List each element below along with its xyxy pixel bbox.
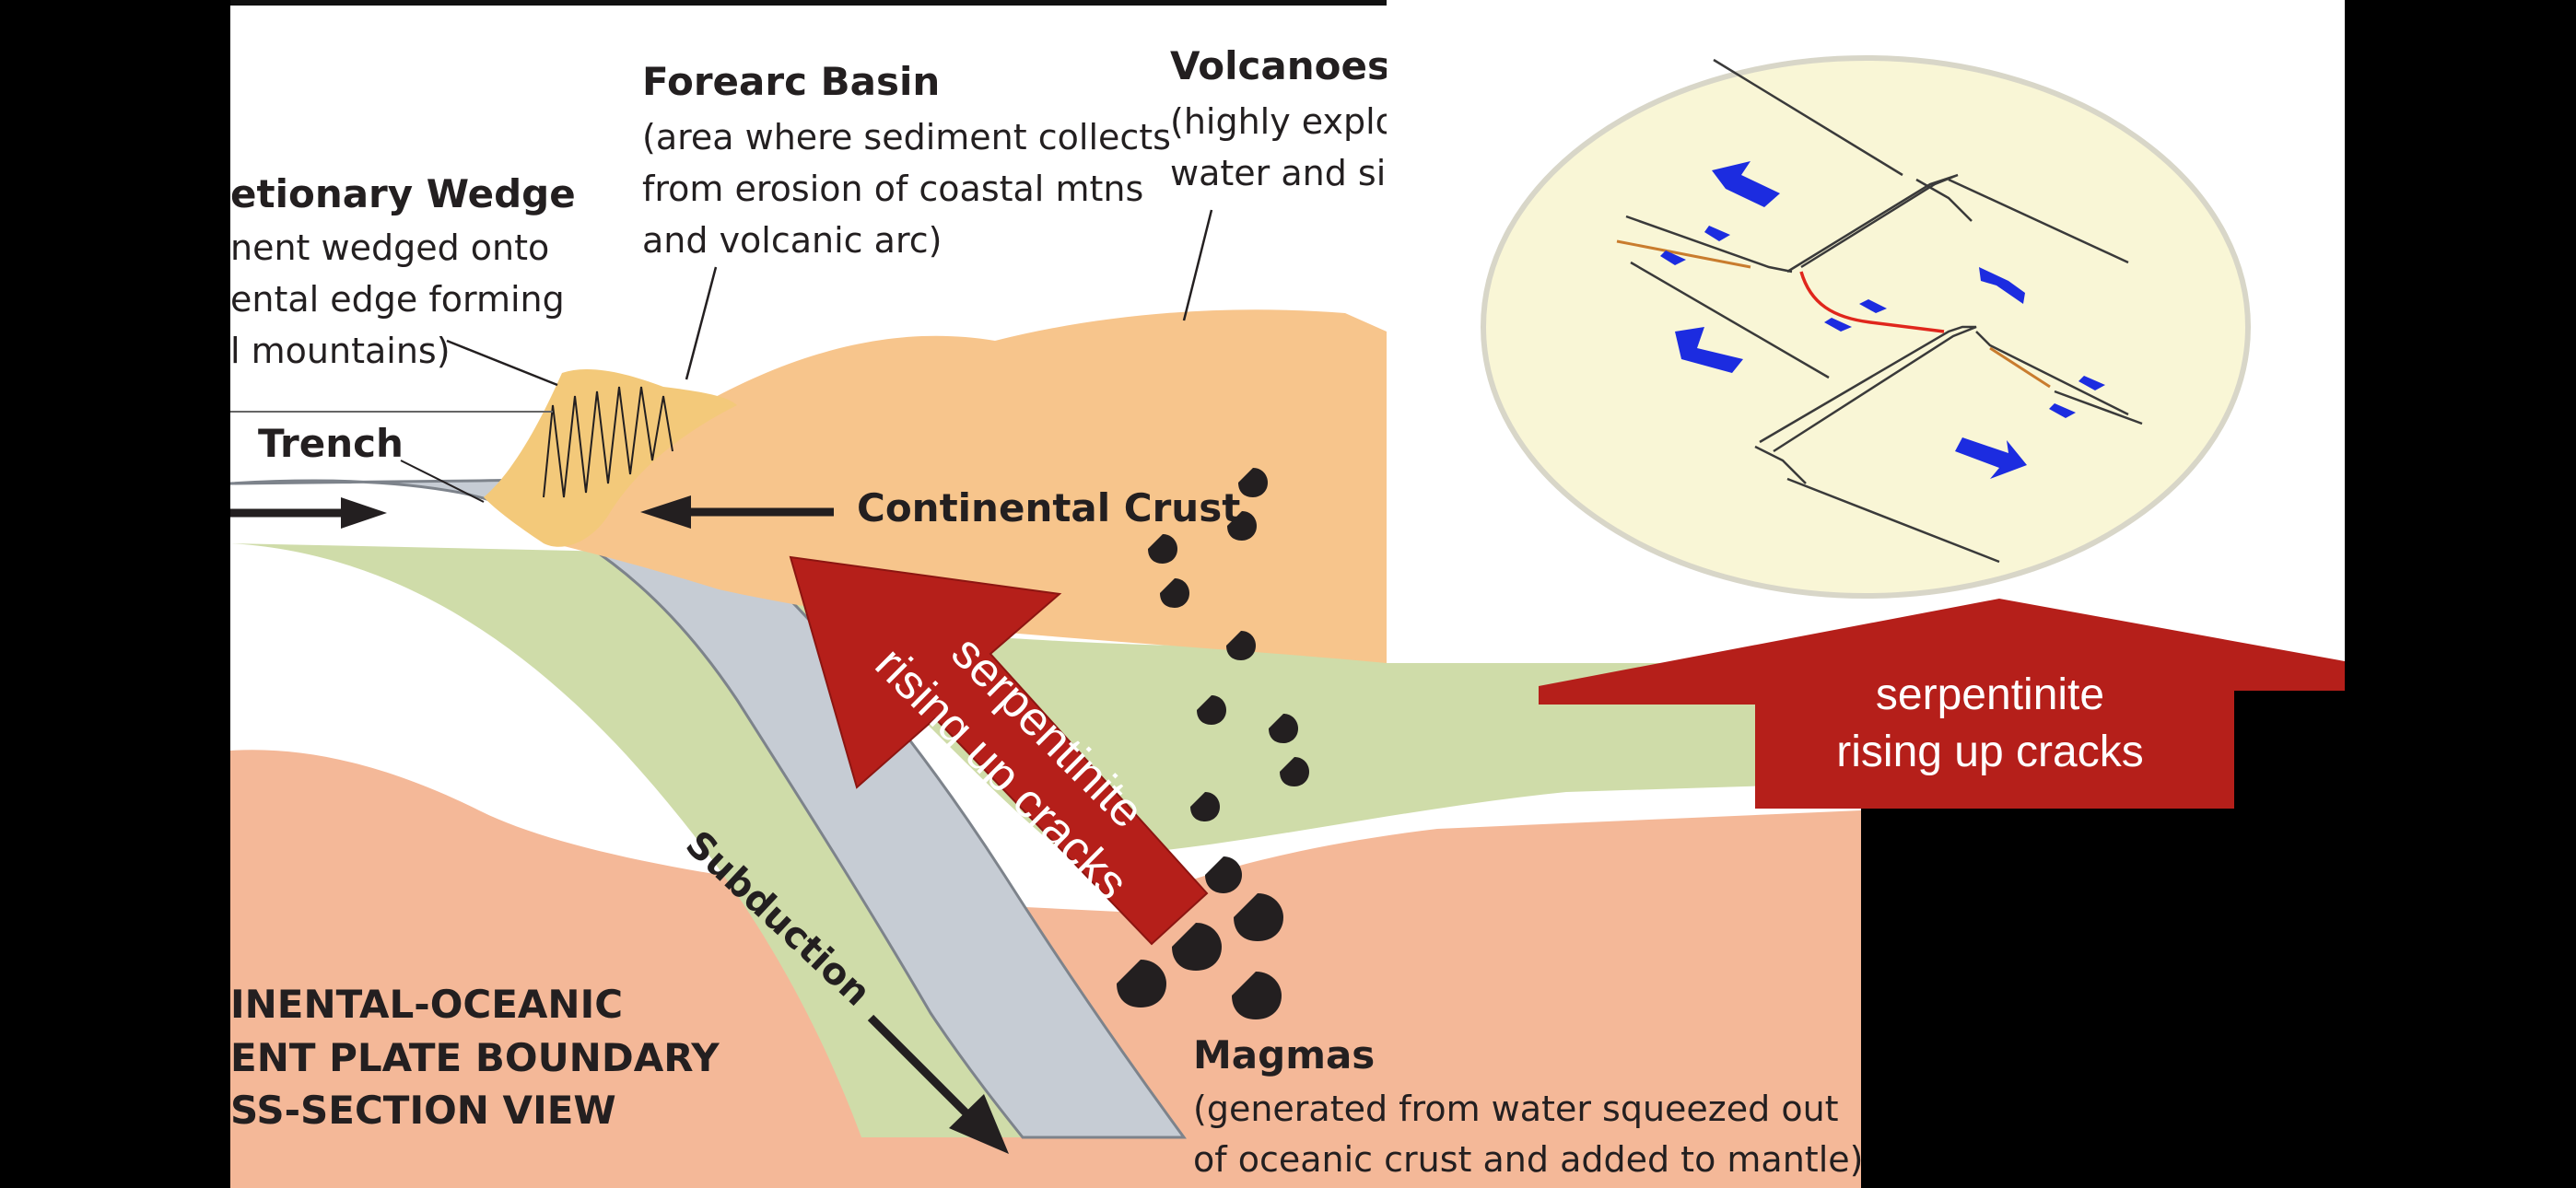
magma-droplet bbox=[1148, 534, 1177, 564]
fault-line bbox=[1713, 58, 1903, 177]
subduction-arrow-icon bbox=[949, 1094, 1009, 1154]
magmas-desc-2: of oceanic crust and added to mantle) bbox=[1193, 1139, 1863, 1180]
leader-forearc bbox=[685, 266, 718, 380]
magma-droplet bbox=[1234, 893, 1283, 941]
blue-arrow-icon bbox=[2049, 403, 2076, 418]
oceanic-plate-motion-arrow-icon bbox=[341, 497, 387, 529]
continental-motion-arrow-icon bbox=[640, 495, 691, 529]
continental-crust-label: Continental Crust bbox=[857, 485, 1240, 530]
boundary-title-1: INENTAL-OCEANIC bbox=[230, 982, 623, 1027]
accretionary-wedge-desc-1: nent wedged onto bbox=[230, 227, 549, 268]
magma-droplet bbox=[1117, 960, 1166, 1007]
magma-droplet bbox=[1238, 468, 1268, 497]
serpentinite-arrow-right: serpentinite rising up cracks bbox=[1539, 599, 2345, 809]
continental-crust bbox=[553, 309, 1387, 663]
blue-arrow-icon bbox=[1675, 327, 1743, 373]
magma-droplet bbox=[1227, 511, 1257, 541]
blue-arrow-icon bbox=[1704, 226, 1730, 241]
fault-inset bbox=[1387, 0, 2345, 663]
overriding-lithosphere bbox=[599, 543, 1861, 856]
red-arrow-diagonal-icon bbox=[789, 555, 1209, 946]
subduction-arrow-shaft bbox=[867, 1014, 976, 1123]
accretionary-wedge-desc-3: l mountains) bbox=[230, 331, 451, 371]
magma-droplet bbox=[1269, 714, 1298, 743]
fault-line bbox=[1975, 331, 2129, 416]
magmas-title: Magmas bbox=[1193, 1032, 1375, 1077]
volcanoes-desc-2: water and silic bbox=[1170, 153, 1424, 193]
forearc-basin-title: Forearc Basin bbox=[642, 59, 940, 104]
magma-droplet bbox=[1280, 757, 1309, 786]
inset-ellipse bbox=[1481, 55, 2251, 599]
fault-trace-red bbox=[1799, 271, 1945, 333]
subducting-lithosphere bbox=[230, 543, 1119, 1137]
serpentinite-arrow-right-line-2: rising up cracks bbox=[1836, 728, 2143, 776]
fault-line bbox=[1625, 215, 1793, 274]
fault-ridge bbox=[1786, 173, 1959, 274]
fault-trace-orange bbox=[1616, 239, 1751, 269]
fault-step bbox=[1915, 178, 1973, 222]
volcanoes-desc-1: (highly explos bbox=[1170, 101, 1415, 142]
fault-line bbox=[2054, 390, 2143, 425]
fault-step bbox=[1754, 445, 1807, 484]
leader-trench bbox=[400, 460, 485, 503]
magma-droplet bbox=[1160, 578, 1189, 608]
blue-arrow-icon bbox=[1979, 267, 2025, 304]
boundary-title-2: ENT PLATE BOUNDARY bbox=[230, 1035, 720, 1080]
leader-accretionary-wedge bbox=[446, 339, 558, 387]
trench-label: Trench bbox=[258, 421, 404, 466]
fault-line bbox=[1630, 261, 1830, 379]
forearc-basin-desc-2: from erosion of coastal mtns bbox=[642, 169, 1143, 209]
magma-droplet bbox=[1197, 695, 1226, 725]
fault-line bbox=[1948, 178, 2129, 264]
fault-line bbox=[1786, 477, 2000, 564]
wedge-folds bbox=[543, 386, 673, 498]
fault-ridge bbox=[1759, 325, 1977, 453]
volcanoes-title: Volcanoes bbox=[1170, 43, 1390, 88]
magmas-desc-1: (generated from water squeezed out bbox=[1193, 1089, 1839, 1129]
boundary-title-3: SS-SECTION VIEW bbox=[230, 1088, 616, 1133]
magma-droplet bbox=[1226, 631, 1256, 660]
forearc-basin-desc-1: (area where sediment collects bbox=[642, 117, 1171, 157]
blue-arrow-icon bbox=[1660, 250, 1686, 265]
magma-droplet bbox=[1232, 972, 1282, 1019]
forearc-basin-desc-3: and volcanic arc) bbox=[642, 220, 942, 261]
red-arrow-right-icon bbox=[1539, 599, 2345, 809]
serpentinite-arrow-right-line-1: serpentinite bbox=[1876, 670, 2104, 719]
magma-droplet bbox=[1190, 792, 1220, 821]
leader-volcanoes bbox=[1182, 209, 1213, 321]
blue-arrow-icon bbox=[1824, 318, 1852, 332]
top-border bbox=[230, 0, 1387, 6]
blue-motion-arrows bbox=[1660, 161, 2105, 479]
magma-droplet bbox=[1172, 923, 1222, 971]
accretionary-wedge-desc-2: ental edge forming bbox=[230, 279, 565, 320]
blue-arrow-icon bbox=[1859, 299, 1887, 313]
blue-arrow-icon bbox=[2078, 376, 2105, 390]
fault-lines bbox=[1625, 58, 2143, 564]
blue-arrow-icon bbox=[1712, 161, 1780, 207]
fault-trace-orange bbox=[1989, 346, 2051, 389]
magma-droplet bbox=[1205, 856, 1242, 893]
blue-arrow-icon bbox=[1955, 437, 2027, 479]
accretionary-wedge-title: etionary Wedge bbox=[230, 171, 576, 216]
magma-droplets bbox=[1117, 468, 1309, 1019]
